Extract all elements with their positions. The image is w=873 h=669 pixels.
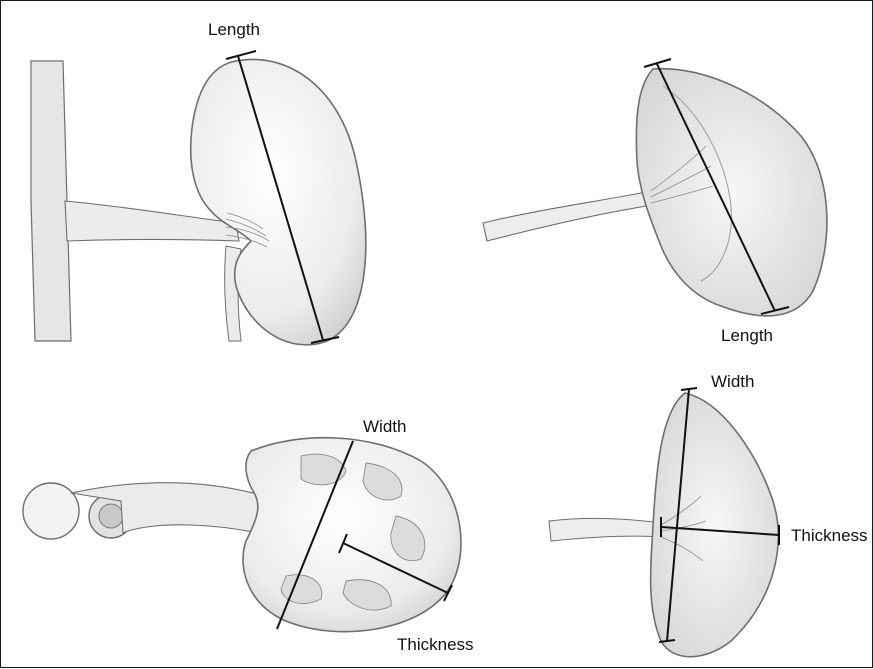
bottom-left-width-label: Width [363,418,406,435]
panel-top-right-organ [483,59,827,316]
panel-bottom-right-section [549,388,779,657]
kidney-outline [191,59,366,344]
panel-bottom-left-section [23,438,461,632]
top-right-organ-outline [636,69,827,316]
bottom-right-width-label: Width [711,373,754,390]
top-right-vessel-shape [483,191,653,241]
bottom-right-width-cap-top [681,388,697,390]
bottom-right-thickness-label: Thickness [791,527,868,544]
tube-section-inner-b [99,504,123,528]
bottom-right-vessel-shape [549,518,661,541]
panel-top-left-kidney [31,51,366,345]
top-left-length-label: Length [208,21,260,38]
length-measure-cap-top [226,51,256,59]
top-right-length-label: Length [721,327,773,344]
bottom-left-thickness-label: Thickness [397,636,474,653]
tube-section-outer-a [23,483,79,539]
